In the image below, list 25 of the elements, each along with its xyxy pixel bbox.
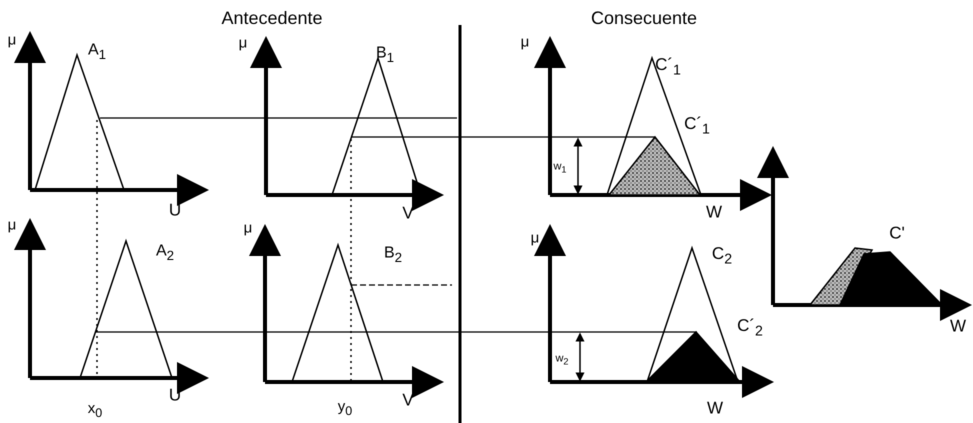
set-label: C´$_{1}$ [684, 115, 710, 137]
set-label: A$_{1}$ [88, 42, 106, 62]
set-label: A$_{2}$ [156, 244, 174, 262]
section-title: Consecuente [590, 9, 698, 27]
set-label: C' [889, 224, 905, 242]
section-title: Antecedente [221, 9, 323, 27]
axis-label: W [950, 318, 966, 334]
set-label: B$_{2}$ [384, 246, 402, 264]
axis-label: μ [520, 34, 530, 50]
axis-label: μ [238, 36, 248, 50]
height-label: w$_{1}$ [553, 161, 567, 175]
input-value-label: y$_{0}$ [338, 398, 352, 418]
set-label: C´$_{1}$ [655, 56, 681, 78]
axis-label: W [706, 400, 724, 416]
axis-label: μ [530, 230, 540, 246]
axis-label: μ [244, 220, 252, 236]
set-label: C´$_{2}$ [737, 317, 763, 339]
axis-label: μ [8, 32, 16, 48]
axis-label: μ [8, 218, 16, 232]
set-label: B$_{1}$ [376, 46, 394, 64]
height-label: w$_{2}$ [555, 353, 569, 367]
input-value-label: x$_{0}$ [88, 400, 102, 420]
axis-label: U [168, 202, 182, 218]
axis-label: W [706, 204, 722, 220]
set-label: C$_{2}$ [712, 245, 732, 267]
